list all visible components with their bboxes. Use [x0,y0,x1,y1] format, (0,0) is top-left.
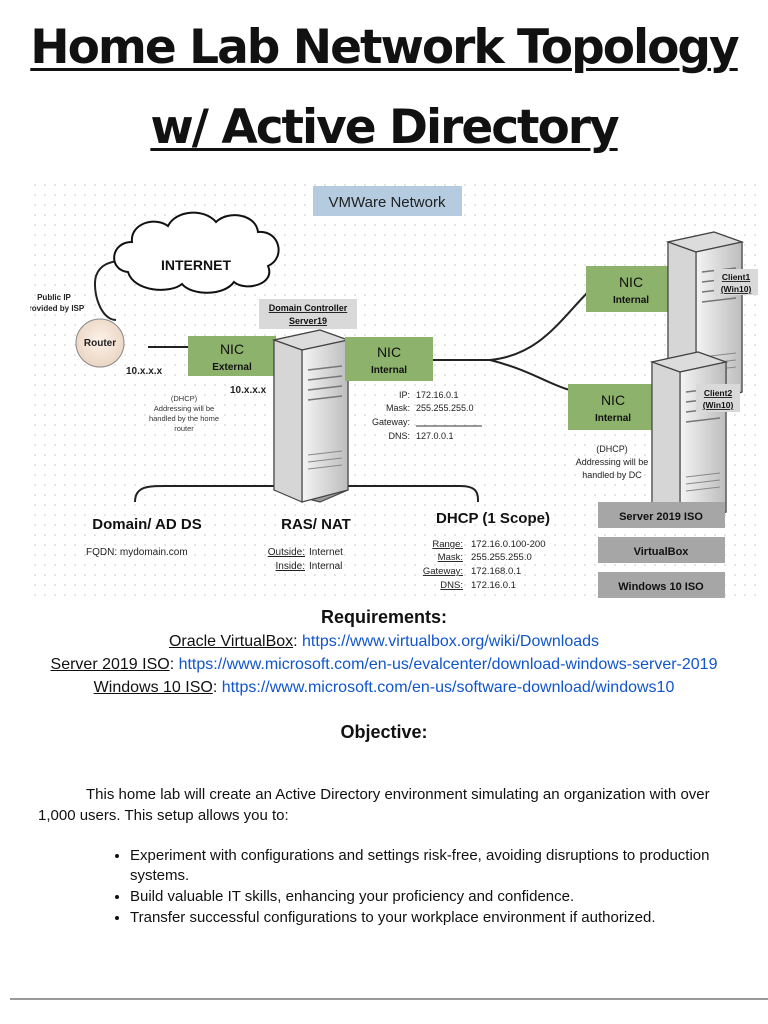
virtualbox-download-link[interactable]: https://www.virtualbox.org/wiki/Download… [302,633,600,650]
dc-mask-value: 255.255.255.0 [416,403,474,413]
vmware-network-label: VMWare Network [329,194,446,211]
dc-dns-label: DNS: [388,431,410,441]
dc-label-line-1: Domain Controller [269,303,348,313]
client2-label-line-1: Client2 [704,388,733,398]
dhcp-gateway-value: 172.168.0.1 [471,566,521,577]
nic-internal-title: NIC [377,344,401,360]
nic-external-ip: 10.x.x.x [230,385,267,396]
client2-nic-title: NIC [601,392,625,408]
requirement-server-2019-label: Server 2019 ISO [50,656,170,673]
ras-inside-value: Internal [309,561,342,572]
legend-virtualbox-label: VirtualBox [634,546,690,558]
nic-external-box [188,336,276,376]
requirement-virtualbox-label: Oracle VirtualBox [168,633,294,650]
dhcp-mask-value: 255.255.255.0 [471,552,532,563]
dhcp-scope-title: DHCP (1 Scope) [436,510,550,527]
fqdn-label: FQDN: mydomain.com [86,547,188,558]
dc-dns-value: 127.0.0.1 [416,431,454,441]
requirement-windows-10-label: Windows 10 ISO [93,679,213,696]
page-title-line-1: Home Lab Network Topology [30,20,739,75]
domain-ad-ds-title: Domain/ AD DS [92,516,201,533]
dc-label-box [259,299,357,329]
client-dhcp-note-line-3: handled by DC [582,470,642,480]
requirement-windows-10: Windows 10 ISO: https://www.microsoft.co… [93,679,675,696]
objective-heading: Objective: [340,722,428,742]
client1-label-line-2: (Win10) [721,284,752,294]
client2-nic-sub: Internal [595,413,631,424]
ras-inside-label: Inside: [276,561,305,572]
internet-cloud-icon [113,211,280,294]
client2-label-line-2: (Win10) [703,400,734,410]
legend-server-2019-iso-label: Server 2019 ISO [619,511,703,523]
router-label: Router [84,338,116,349]
list-item: Build valuable IT skills, enhancing your… [130,887,750,907]
router-ip-label: 10.x.x.x [126,366,163,377]
legend-virtualbox [598,537,725,563]
vmware-network-badge [313,186,462,216]
list-item: Experiment with configurations and setti… [130,846,750,886]
server-2019-download-link[interactable]: https://www.microsoft.com/en-us/evalcent… [178,656,718,673]
nic-external-title: NIC [220,341,244,357]
nic-internal-sub: Internal [371,365,407,376]
objective-paragraph: This home lab will create an Active Dire… [38,786,710,824]
client2-nic-box [568,384,658,430]
client2-label-box [696,384,740,412]
client1-label-box [714,269,758,295]
dhcp-dns-label: DNS: [440,580,463,591]
public-ip-label-line-1: Public IP [37,293,71,302]
nic-external-sub: External [212,362,252,373]
nic-internal-box [345,337,433,381]
router-dhcp-note-line-2: Addressing will be [154,404,214,413]
dc-mask-label: Mask: [386,403,410,413]
dhcp-gateway-label: Gateway: [423,566,463,577]
requirement-virtualbox: Oracle VirtualBox: https://www.virtualbo… [168,633,600,650]
network-topology-diagram: VMWare Network INTERNET Public IP provid… [30,180,762,602]
domain-controller-server-icon [273,329,349,503]
client1-nic-sub: Internal [613,295,649,306]
requirement-server-2019: Server 2019 ISO: https://www.microsoft.c… [50,656,718,673]
router-dhcp-note-line-4: router [174,424,194,433]
ras-outside-label: Outside: [268,547,305,558]
dhcp-range-label: Range: [432,539,463,550]
dc-label-line-2: Server19 [289,316,327,326]
legend-server-2019-iso [598,502,725,528]
ras-outside-value: Internet [309,547,343,558]
router-dhcp-note-line-3: handled by the home [149,414,219,423]
client1-nic-box [586,266,676,312]
client1-label-line-1: Client1 [722,272,751,282]
client-dhcp-note-line-1: (DHCP) [596,444,628,454]
legend-windows-10-iso-label: Windows 10 ISO [618,581,704,593]
client2-computer-icon [651,351,727,525]
dhcp-range-value: 172.16.0.100-200 [471,539,545,550]
legend-windows-10-iso [598,572,725,598]
page-title-line-2: w/ Active Directory [150,100,619,155]
dhcp-mask-label: Mask: [438,552,463,563]
objective-bullet-list: Experiment with configurations and setti… [90,846,750,929]
requirements-heading: Requirements: [320,607,448,627]
internet-label: INTERNET [161,257,231,273]
dhcp-dns-value: 172.16.0.1 [471,580,516,591]
client-dhcp-note-line-2: Addressing will be [576,457,649,467]
dc-ip-label: IP: [399,390,410,400]
list-item: Transfer successful configurations to yo… [130,908,750,928]
public-ip-label-line-2: provided by ISP [30,304,85,313]
ras-nat-title: RAS/ NAT [281,516,351,533]
footer-divider [10,998,768,1000]
windows-10-download-link[interactable]: https://www.microsoft.com/en-us/software… [221,679,675,696]
dc-ip-value: 172.16.0.1 [416,390,459,400]
router-icon [75,318,125,368]
dc-gateway-label: Gateway: [372,417,410,427]
client1-nic-title: NIC [619,274,643,290]
router-dhcp-note-line-1: (DHCP) [171,394,198,403]
